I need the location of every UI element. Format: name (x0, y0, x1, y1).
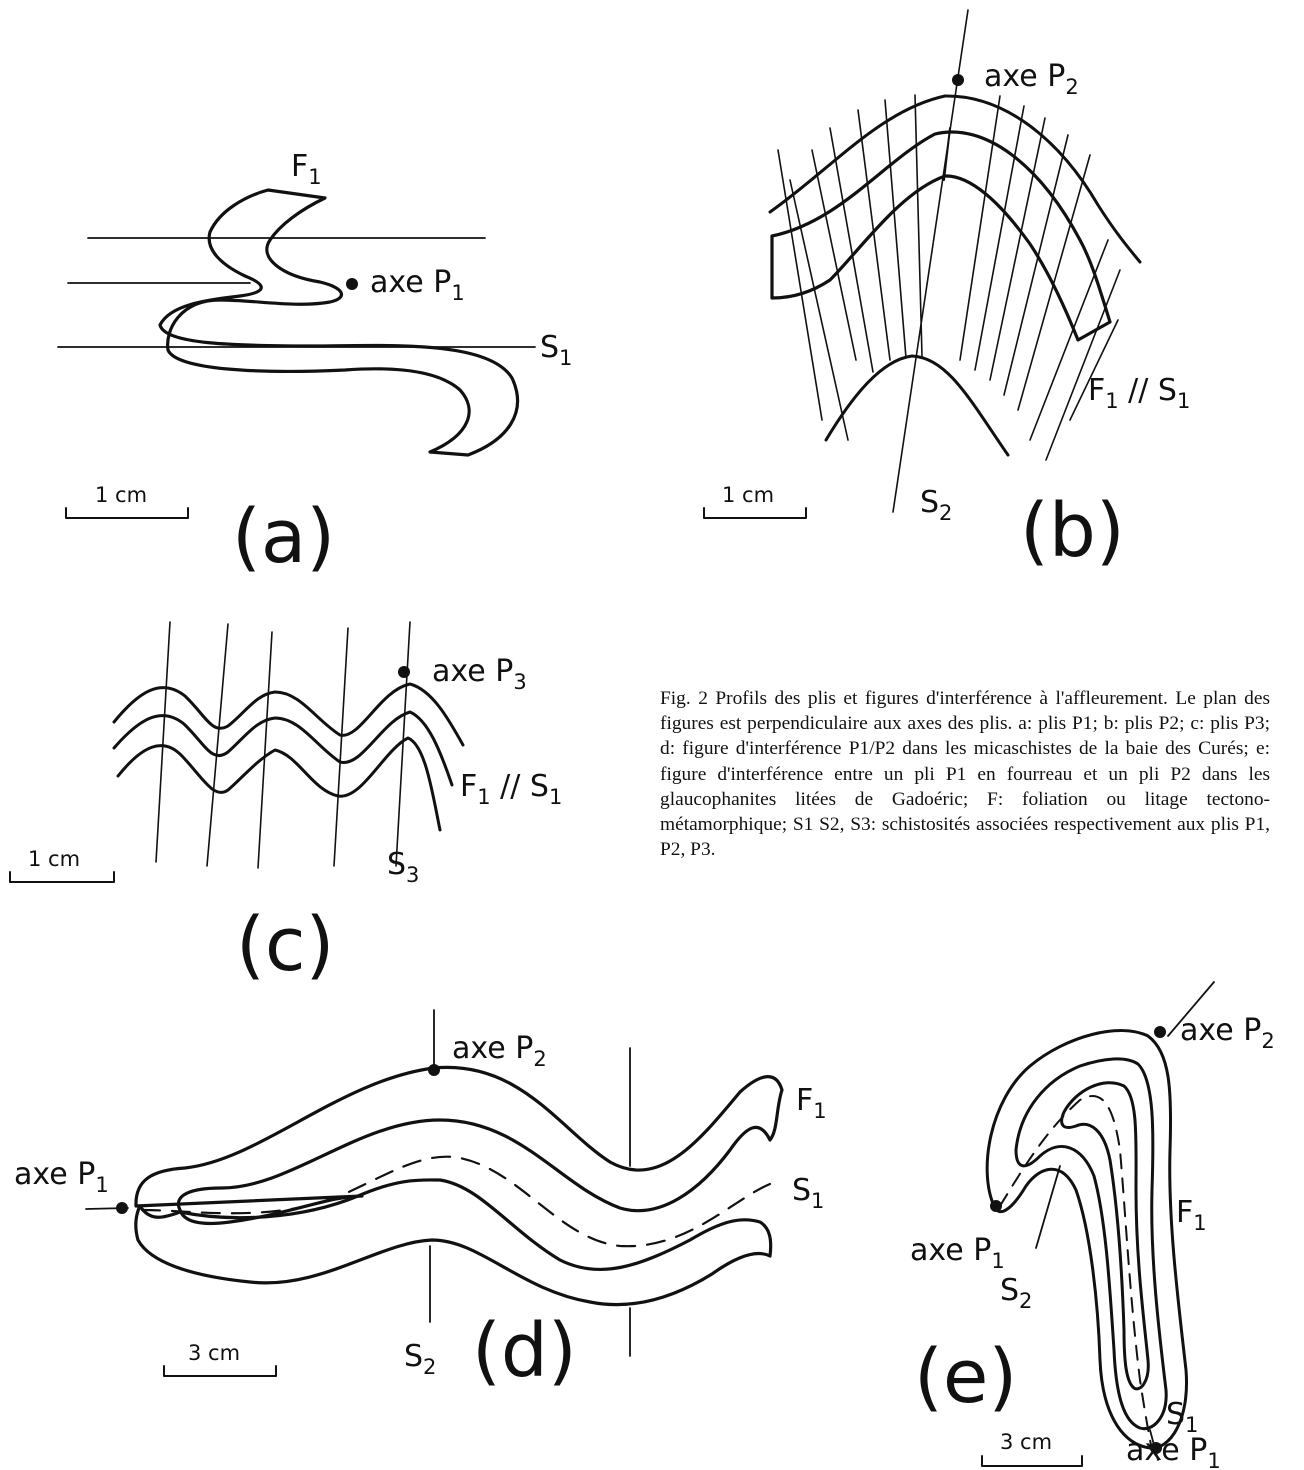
svg-text:axe P2: axe P2 (452, 1031, 547, 1071)
panel-e-s1-label: S (1166, 1397, 1185, 1432)
panel-d-f1-label: F (796, 1083, 813, 1118)
panel-d-axis-p1-label: axe P (14, 1157, 95, 1192)
panel-a-axis-p1-label: axe P (370, 265, 451, 300)
panel-e-axis-p2-label: axe P (1180, 1013, 1261, 1048)
figure-caption: Fig. 2 Profils des plis et figures d'int… (660, 686, 1270, 862)
panel-b-s2-label: S (920, 485, 939, 520)
svg-text:axe P1: axe P1 (1126, 1433, 1221, 1470)
svg-text:1 cm: 1 cm (28, 847, 80, 871)
panel-a-folded-layer (160, 190, 518, 455)
panel-a-axis-p1-dot (346, 278, 358, 290)
panel-c-scale-bar: 1 cm (10, 847, 114, 882)
panel-a-s1-label: S (540, 330, 559, 365)
panel-e: axe P2 F1 axe P1 S2 S1 axe P1 3 cm (e) (910, 982, 1275, 1470)
panel-b-axis-p2-label: axe P (984, 59, 1065, 94)
panel-d-outer-layer (136, 1067, 782, 1223)
panel-c: axe P3 F1 // S1 S3 1 cm (c) (10, 622, 562, 988)
panel-b-f1-s1-label: F (1088, 373, 1105, 408)
svg-text:S1: S1 (792, 1173, 824, 1213)
svg-text:F1: F1 (1176, 1195, 1207, 1235)
panel-e-middle-fold (1016, 1059, 1166, 1429)
panel-d-axis-p2-label: axe P (452, 1031, 533, 1066)
panel-e-f1-label: F (1176, 1195, 1193, 1230)
panel-d-scale-bar: 3 cm (164, 1341, 276, 1376)
panel-e-axis-p2-dot (1154, 1026, 1166, 1038)
panel-c-axis-p3-dot (398, 666, 410, 678)
panel-b-stippled-layer (772, 132, 1110, 340)
panel-a: F1 axe P1 S1 1 cm (a) (58, 149, 572, 580)
svg-text:S2: S2 (404, 1339, 436, 1379)
panel-b: axe P2 F1 // S1 S2 1 cm (b) (704, 10, 1190, 574)
svg-text:S2: S2 (920, 485, 952, 525)
panel-e-axis-p1-label-upper: axe P (910, 1233, 991, 1268)
svg-text:F1: F1 (291, 149, 322, 189)
svg-text:S2: S2 (1000, 1273, 1032, 1313)
svg-text:F1 // S1: F1 // S1 (460, 769, 562, 809)
panel-e-s1-dashed-trace (1000, 1096, 1152, 1450)
svg-text:axe P1: axe P1 (910, 1233, 1005, 1273)
svg-text:3 cm: 3 cm (1000, 1430, 1052, 1454)
panel-b-inner-antiform (826, 356, 1008, 455)
panel-c-axis-p3-label: axe P (432, 654, 513, 689)
panel-d-axis-p2-dot (428, 1064, 440, 1076)
panel-d-s2-label: S (404, 1339, 423, 1374)
panel-b-upper-layer-line (770, 96, 1140, 262)
svg-text:F1 // S1: F1 // S1 (1088, 373, 1190, 413)
panel-b-scale-bar: 1 cm (704, 483, 806, 518)
svg-text:axe P2: axe P2 (1180, 1013, 1275, 1053)
svg-text:F1: F1 (796, 1083, 827, 1123)
svg-text:1 cm: 1 cm (95, 483, 147, 507)
svg-text:1 cm: 1 cm (722, 483, 774, 507)
panel-c-f1-s1-label: F (460, 769, 477, 804)
panel-e-letter: (e) (914, 1334, 1017, 1420)
panel-b-axis-p2-dot (952, 74, 964, 86)
panel-c-letter: (c) (236, 902, 334, 988)
panel-b-letter: (b) (1020, 488, 1125, 574)
panel-a-scale-bar: 1 cm (66, 483, 188, 518)
svg-text:S1: S1 (540, 330, 572, 370)
panel-e-s2-label: S (1000, 1273, 1019, 1308)
panel-a-letter: (a) (232, 494, 335, 580)
svg-text:axe P1: axe P1 (14, 1157, 109, 1197)
panel-a-f1-label: F (291, 149, 308, 184)
svg-text:3 cm: 3 cm (188, 1341, 240, 1365)
panel-d: axe P1 axe P2 F1 S1 S2 3 cm (d) (14, 1010, 827, 1394)
svg-text:axe P1: axe P1 (370, 265, 465, 305)
svg-text:S1: S1 (1166, 1397, 1198, 1437)
panel-c-s3-label: S (387, 847, 406, 882)
panel-d-s1-label: S (792, 1173, 811, 1208)
panel-c-folded-layers (114, 684, 463, 830)
panel-d-s2-traces (86, 1010, 630, 1356)
panel-d-letter: (d) (472, 1308, 577, 1394)
panel-e-axis-p1-label-lower: axe P (1126, 1433, 1207, 1468)
svg-text:axe P2: axe P2 (984, 59, 1079, 99)
svg-text:S3: S3 (387, 847, 419, 887)
svg-text:axe P3: axe P3 (432, 654, 527, 694)
panel-e-scale-bar: 3 cm (982, 1430, 1082, 1466)
panel-e-axis-p1-dot-upper (990, 1200, 1002, 1212)
panel-d-axis-p1-dot (116, 1202, 128, 1214)
